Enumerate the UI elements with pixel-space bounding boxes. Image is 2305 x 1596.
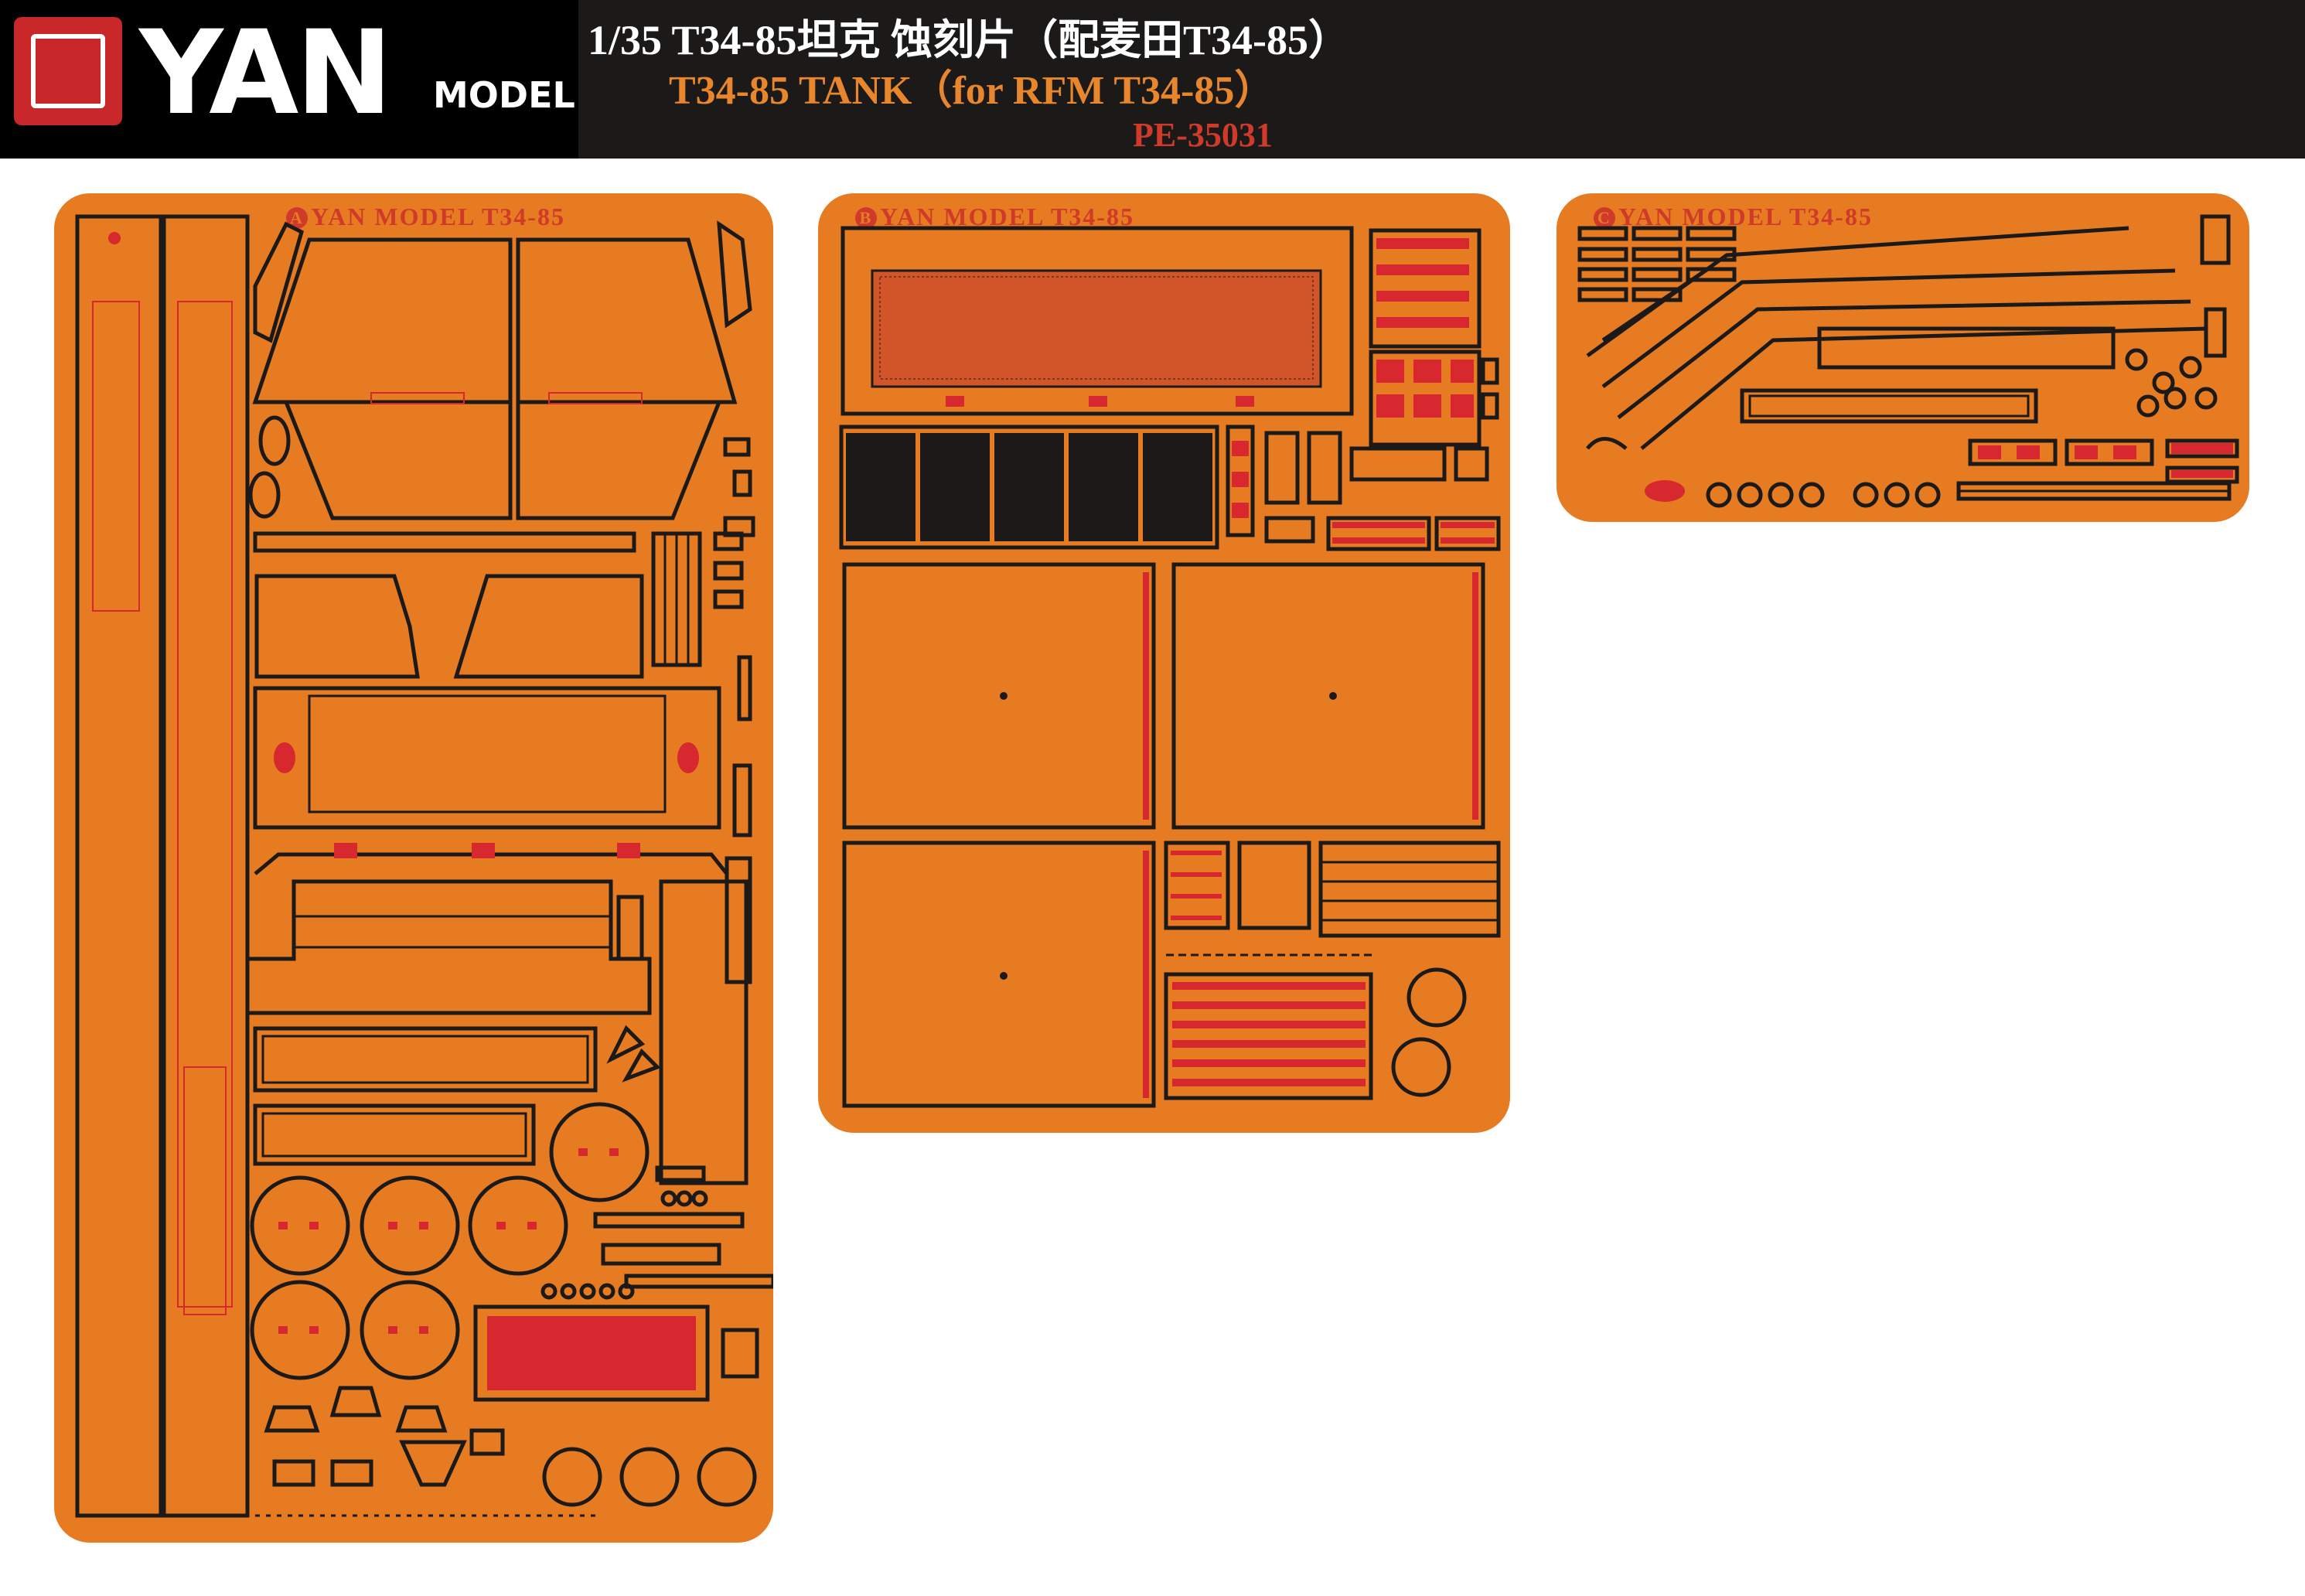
logo-brand: YAN [139,6,393,141]
logo: YAN MODEL [0,0,578,159]
fret-b-parts [839,226,1501,1108]
seal-icon [14,17,122,125]
title-chinese: 1/35 T34-85坦克 蚀刻片（配麦田T34-85） [588,17,1351,63]
fret-a-parts [75,214,773,1518]
fret-b-letter: B [855,207,877,229]
header-banner: YAN MODEL 1/35 T34-85坦克 蚀刻片（配麦田T34-85） T… [0,0,2305,159]
fret-c-letter: C [1594,207,1615,229]
title-english: T34-85 TANK（for RFM T34-85） [669,69,1275,113]
logo-sub: MODEL [433,74,575,116]
fret-c-parts [1577,214,2239,508]
product-code: PE-35031 [1133,116,1273,154]
